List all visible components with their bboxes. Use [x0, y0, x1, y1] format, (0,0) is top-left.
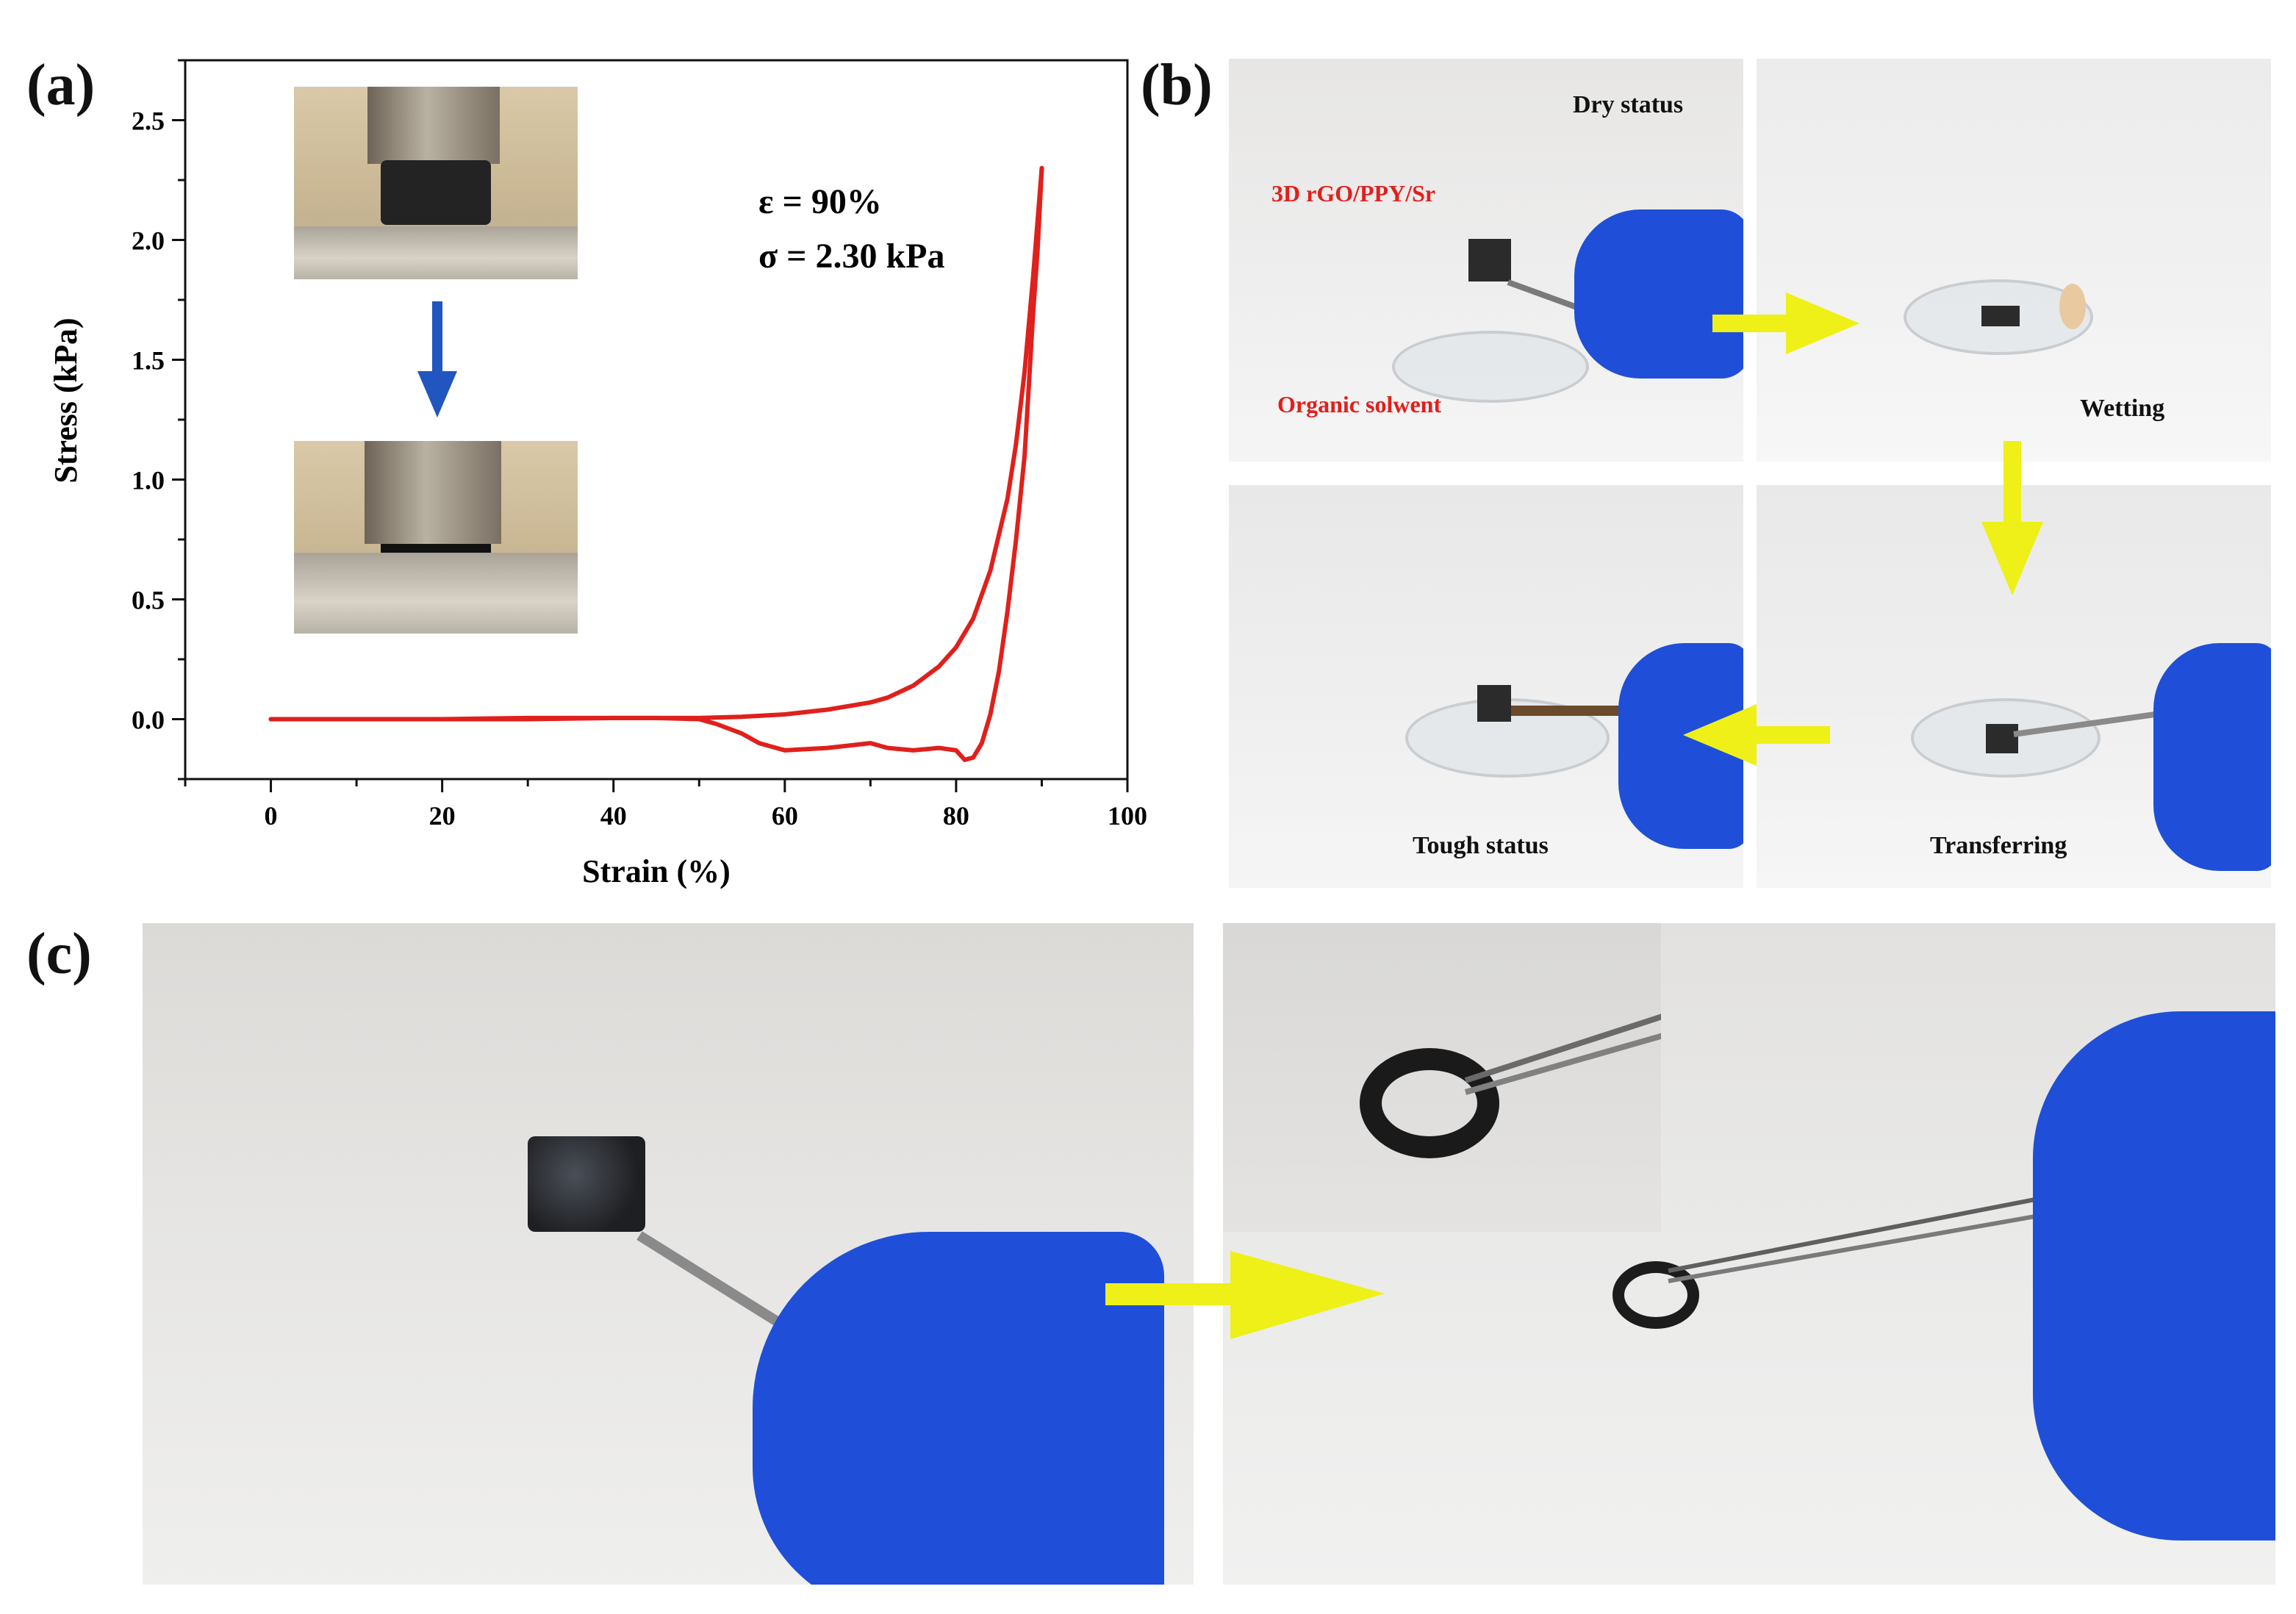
- photo-dry-status: [1229, 59, 1743, 462]
- caption-dry-status: Dry status: [1573, 91, 1684, 118]
- caption-transferring: Transferring: [1930, 832, 2067, 859]
- inset-photo-after-compression: [294, 441, 578, 634]
- photo-tough-status: [1229, 485, 1743, 888]
- compression-arrow: [417, 301, 457, 417]
- y-tick-label: 0.0: [132, 706, 165, 735]
- y-tick-label: 2.5: [132, 107, 165, 136]
- y-tick-label: 1.5: [132, 346, 165, 376]
- caption-tough-status: Tough status: [1413, 832, 1549, 859]
- note-solvent: Organic solwent: [1277, 391, 1442, 417]
- x-tick-label: 40: [600, 801, 627, 831]
- x-tick-label: 100: [1108, 801, 1147, 831]
- note-sample: 3D rGO/PPY/Sr: [1271, 180, 1436, 207]
- x-tick-label: 80: [943, 801, 969, 831]
- panel-label-c: (c): [26, 922, 92, 986]
- photo-wetting: [1757, 59, 2271, 462]
- inset-photo-ring-closeup: [1223, 923, 1661, 1232]
- arrow-foam-to-ring: [1105, 1251, 1385, 1339]
- annotation-strain: ε = 90%: [758, 182, 882, 221]
- stress-strain-chart: 0 20 40 60 80 100 0.0 0.5 1.0 1.5 2.0 2.5 Strain (…: [48, 59, 1147, 889]
- y-tick-label: 1.0: [132, 466, 165, 495]
- caption-wetting: Wetting: [2080, 395, 2165, 422]
- annotation-stress: σ = 2.30 kPa: [758, 237, 944, 276]
- y-tick-label: 2.0: [132, 226, 165, 256]
- panel-label-a: (a): [26, 53, 96, 118]
- panel-label-b: (b): [1141, 53, 1213, 118]
- x-tick-label: 20: [429, 801, 456, 831]
- arrow-dry-to-wetting: [1712, 293, 1859, 354]
- x-tick-label: 60: [772, 801, 798, 831]
- inset-photo-before-compression: [294, 87, 578, 279]
- y-axis-label: Stress (kPa): [48, 318, 84, 483]
- arrow-transferring-to-tough: [1683, 704, 1830, 766]
- x-tick-label: 0: [265, 801, 278, 831]
- unloading-curve: [268, 165, 1044, 762]
- photo-foam-held-by-tweezers: [143, 923, 1194, 1585]
- arrow-wetting-to-transferring: [1981, 441, 2043, 595]
- x-axis-label: Strain (%): [582, 853, 731, 889]
- y-tick-label: 0.5: [132, 586, 165, 615]
